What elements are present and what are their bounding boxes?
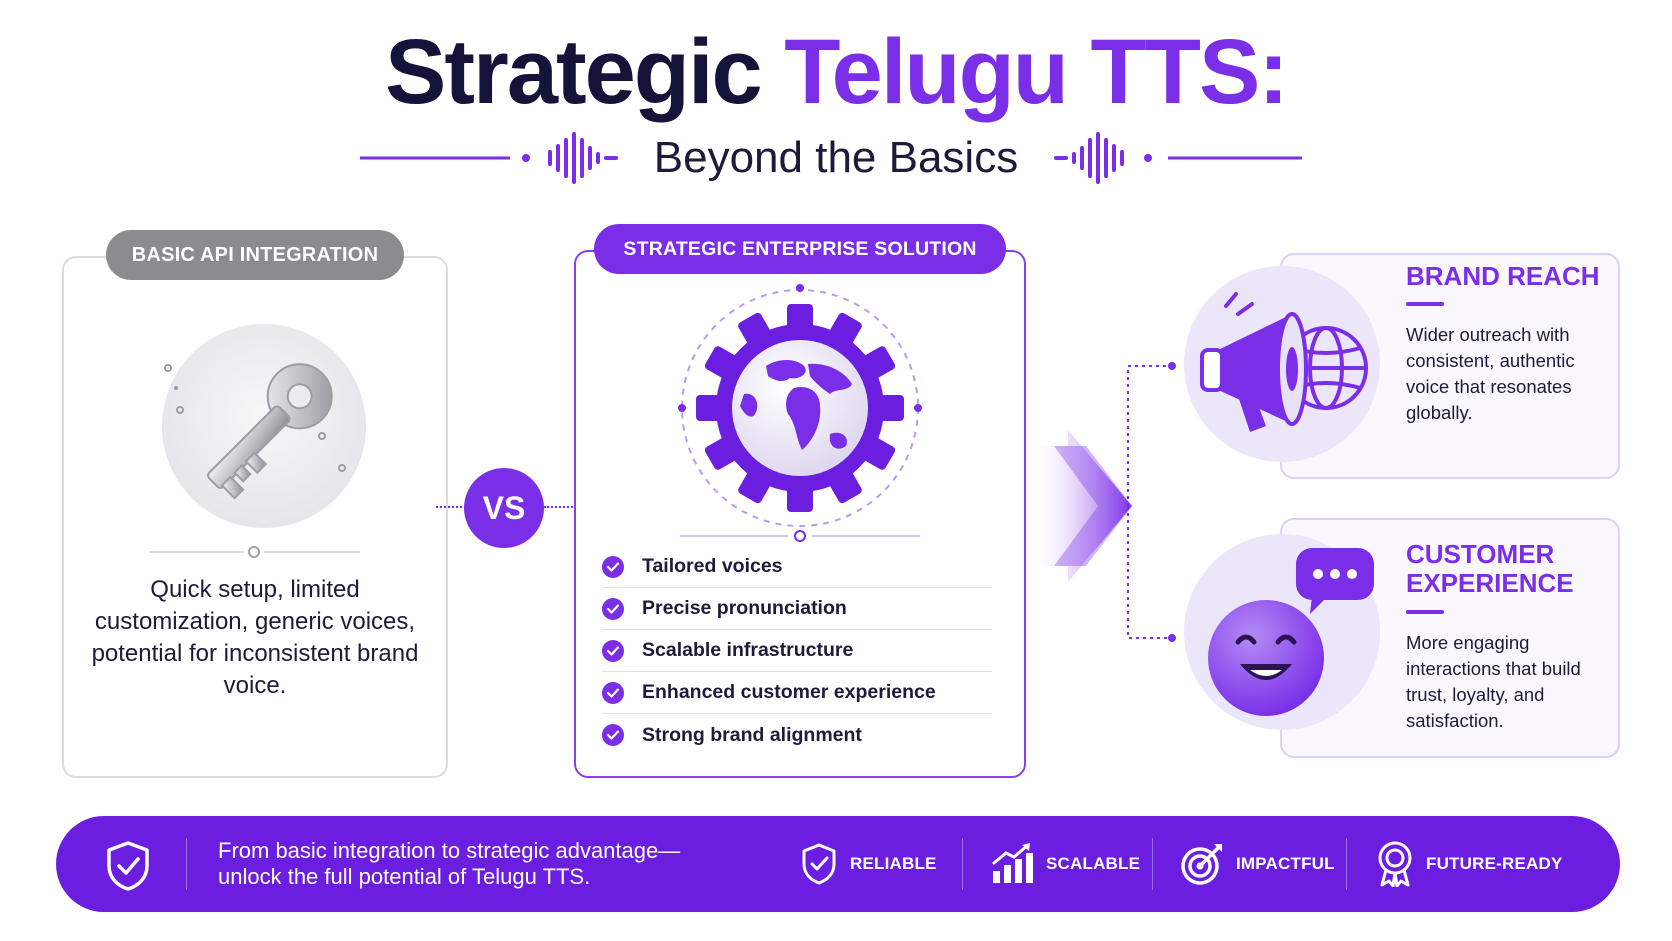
basic-divider bbox=[150, 546, 360, 558]
footer-tagline-line2: unlock the full potential of Telugu TTS. bbox=[218, 864, 591, 889]
footer-tagline: From basic integration to strategic adva… bbox=[218, 838, 738, 890]
vs-badge: VS bbox=[464, 468, 544, 548]
award-icon bbox=[1378, 841, 1412, 887]
customer-experience-title-line1: CUSTOMER bbox=[1406, 539, 1555, 569]
footer-divider bbox=[186, 838, 187, 890]
check-icon bbox=[602, 639, 624, 662]
sound-wave-right-icon bbox=[1054, 132, 1302, 184]
check-icon bbox=[602, 681, 624, 704]
bar-chart-icon bbox=[992, 843, 1033, 883]
title-part-telugu-tts: Telugu TTS: bbox=[784, 21, 1289, 123]
footer-item-impactful: IMPACTFUL bbox=[1180, 816, 1335, 912]
footer-label: SCALABLE bbox=[1046, 854, 1141, 873]
footer-banner: From basic integration to strategic adva… bbox=[56, 816, 1620, 912]
footer-divider bbox=[1346, 838, 1347, 890]
key-icon bbox=[162, 324, 366, 528]
footer-item-reliable: RELIABLE bbox=[800, 816, 937, 912]
page-title: Strategic Telugu TTS: bbox=[0, 22, 1672, 122]
basic-integration-label: BASIC API INTEGRATION bbox=[106, 230, 404, 280]
target-icon bbox=[1181, 844, 1222, 885]
vs-connector-right bbox=[544, 506, 576, 508]
feature-item: Scalable infrastructure bbox=[602, 630, 992, 672]
feature-item: Strong brand alignment bbox=[602, 714, 992, 756]
smiley-chat-icon bbox=[1208, 548, 1374, 716]
feature-label: Scalable infrastructure bbox=[642, 639, 854, 661]
footer-item-scalable: SCALABLE bbox=[990, 816, 1140, 912]
feature-label: Precise pronunciation bbox=[642, 597, 847, 619]
feature-label: Strong brand alignment bbox=[642, 723, 862, 746]
check-icon bbox=[602, 724, 624, 746]
sound-wave-left-icon bbox=[360, 132, 618, 184]
brand-reach-underline bbox=[1406, 302, 1444, 306]
footer-label: FUTURE-READY bbox=[1426, 854, 1563, 873]
footer-item-future-ready: FUTURE-READY bbox=[1376, 816, 1563, 912]
brand-reach-title: BRAND REACH bbox=[1406, 261, 1600, 291]
customer-experience-body: More engaging interactions that build tr… bbox=[1406, 632, 1581, 731]
footer-label: RELIABLE bbox=[850, 854, 937, 873]
footer-divider bbox=[962, 838, 963, 890]
page-subtitle: Beyond the Basics bbox=[653, 133, 1019, 182]
megaphone-globe-icon bbox=[1200, 292, 1368, 432]
feature-item: Enhanced customer experience bbox=[602, 672, 992, 714]
shield-check-icon bbox=[802, 843, 836, 885]
feature-item: Precise pronunciation bbox=[602, 588, 992, 630]
check-icon bbox=[602, 555, 624, 578]
feature-item: Tailored voices bbox=[602, 546, 992, 588]
brand-reach-body: Wider outreach with consistent, authenti… bbox=[1406, 324, 1575, 423]
footer-tagline-line1: From basic integration to strategic adva… bbox=[218, 838, 681, 863]
footer-label: IMPACTFUL bbox=[1236, 854, 1335, 873]
customer-experience-underline bbox=[1406, 610, 1444, 614]
customer-experience-title: CUSTOMER EXPERIENCE bbox=[1406, 540, 1574, 598]
check-icon bbox=[602, 597, 624, 620]
globe-gear-icon bbox=[678, 284, 922, 527]
flow-arrow-icon bbox=[1028, 362, 1176, 642]
title-part-strategic: Strategic bbox=[385, 21, 763, 123]
customer-experience-title-line2: EXPERIENCE bbox=[1406, 568, 1574, 598]
feature-list: Tailored voices Precise pronunciation Sc… bbox=[602, 546, 992, 756]
subtitle-row: Beyond the Basics bbox=[0, 128, 1672, 188]
shield-check-icon bbox=[107, 841, 149, 891]
feature-label: Tailored voices bbox=[642, 555, 783, 577]
strategic-solution-label: STRATEGIC ENTERPRISE SOLUTION bbox=[594, 224, 1006, 274]
basic-integration-description: Quick setup, limited customization, gene… bbox=[91, 576, 419, 699]
vs-connector-left bbox=[436, 506, 466, 508]
footer-divider bbox=[1152, 838, 1153, 890]
strategic-divider bbox=[680, 530, 920, 542]
feature-label: Enhanced customer experience bbox=[642, 681, 936, 703]
